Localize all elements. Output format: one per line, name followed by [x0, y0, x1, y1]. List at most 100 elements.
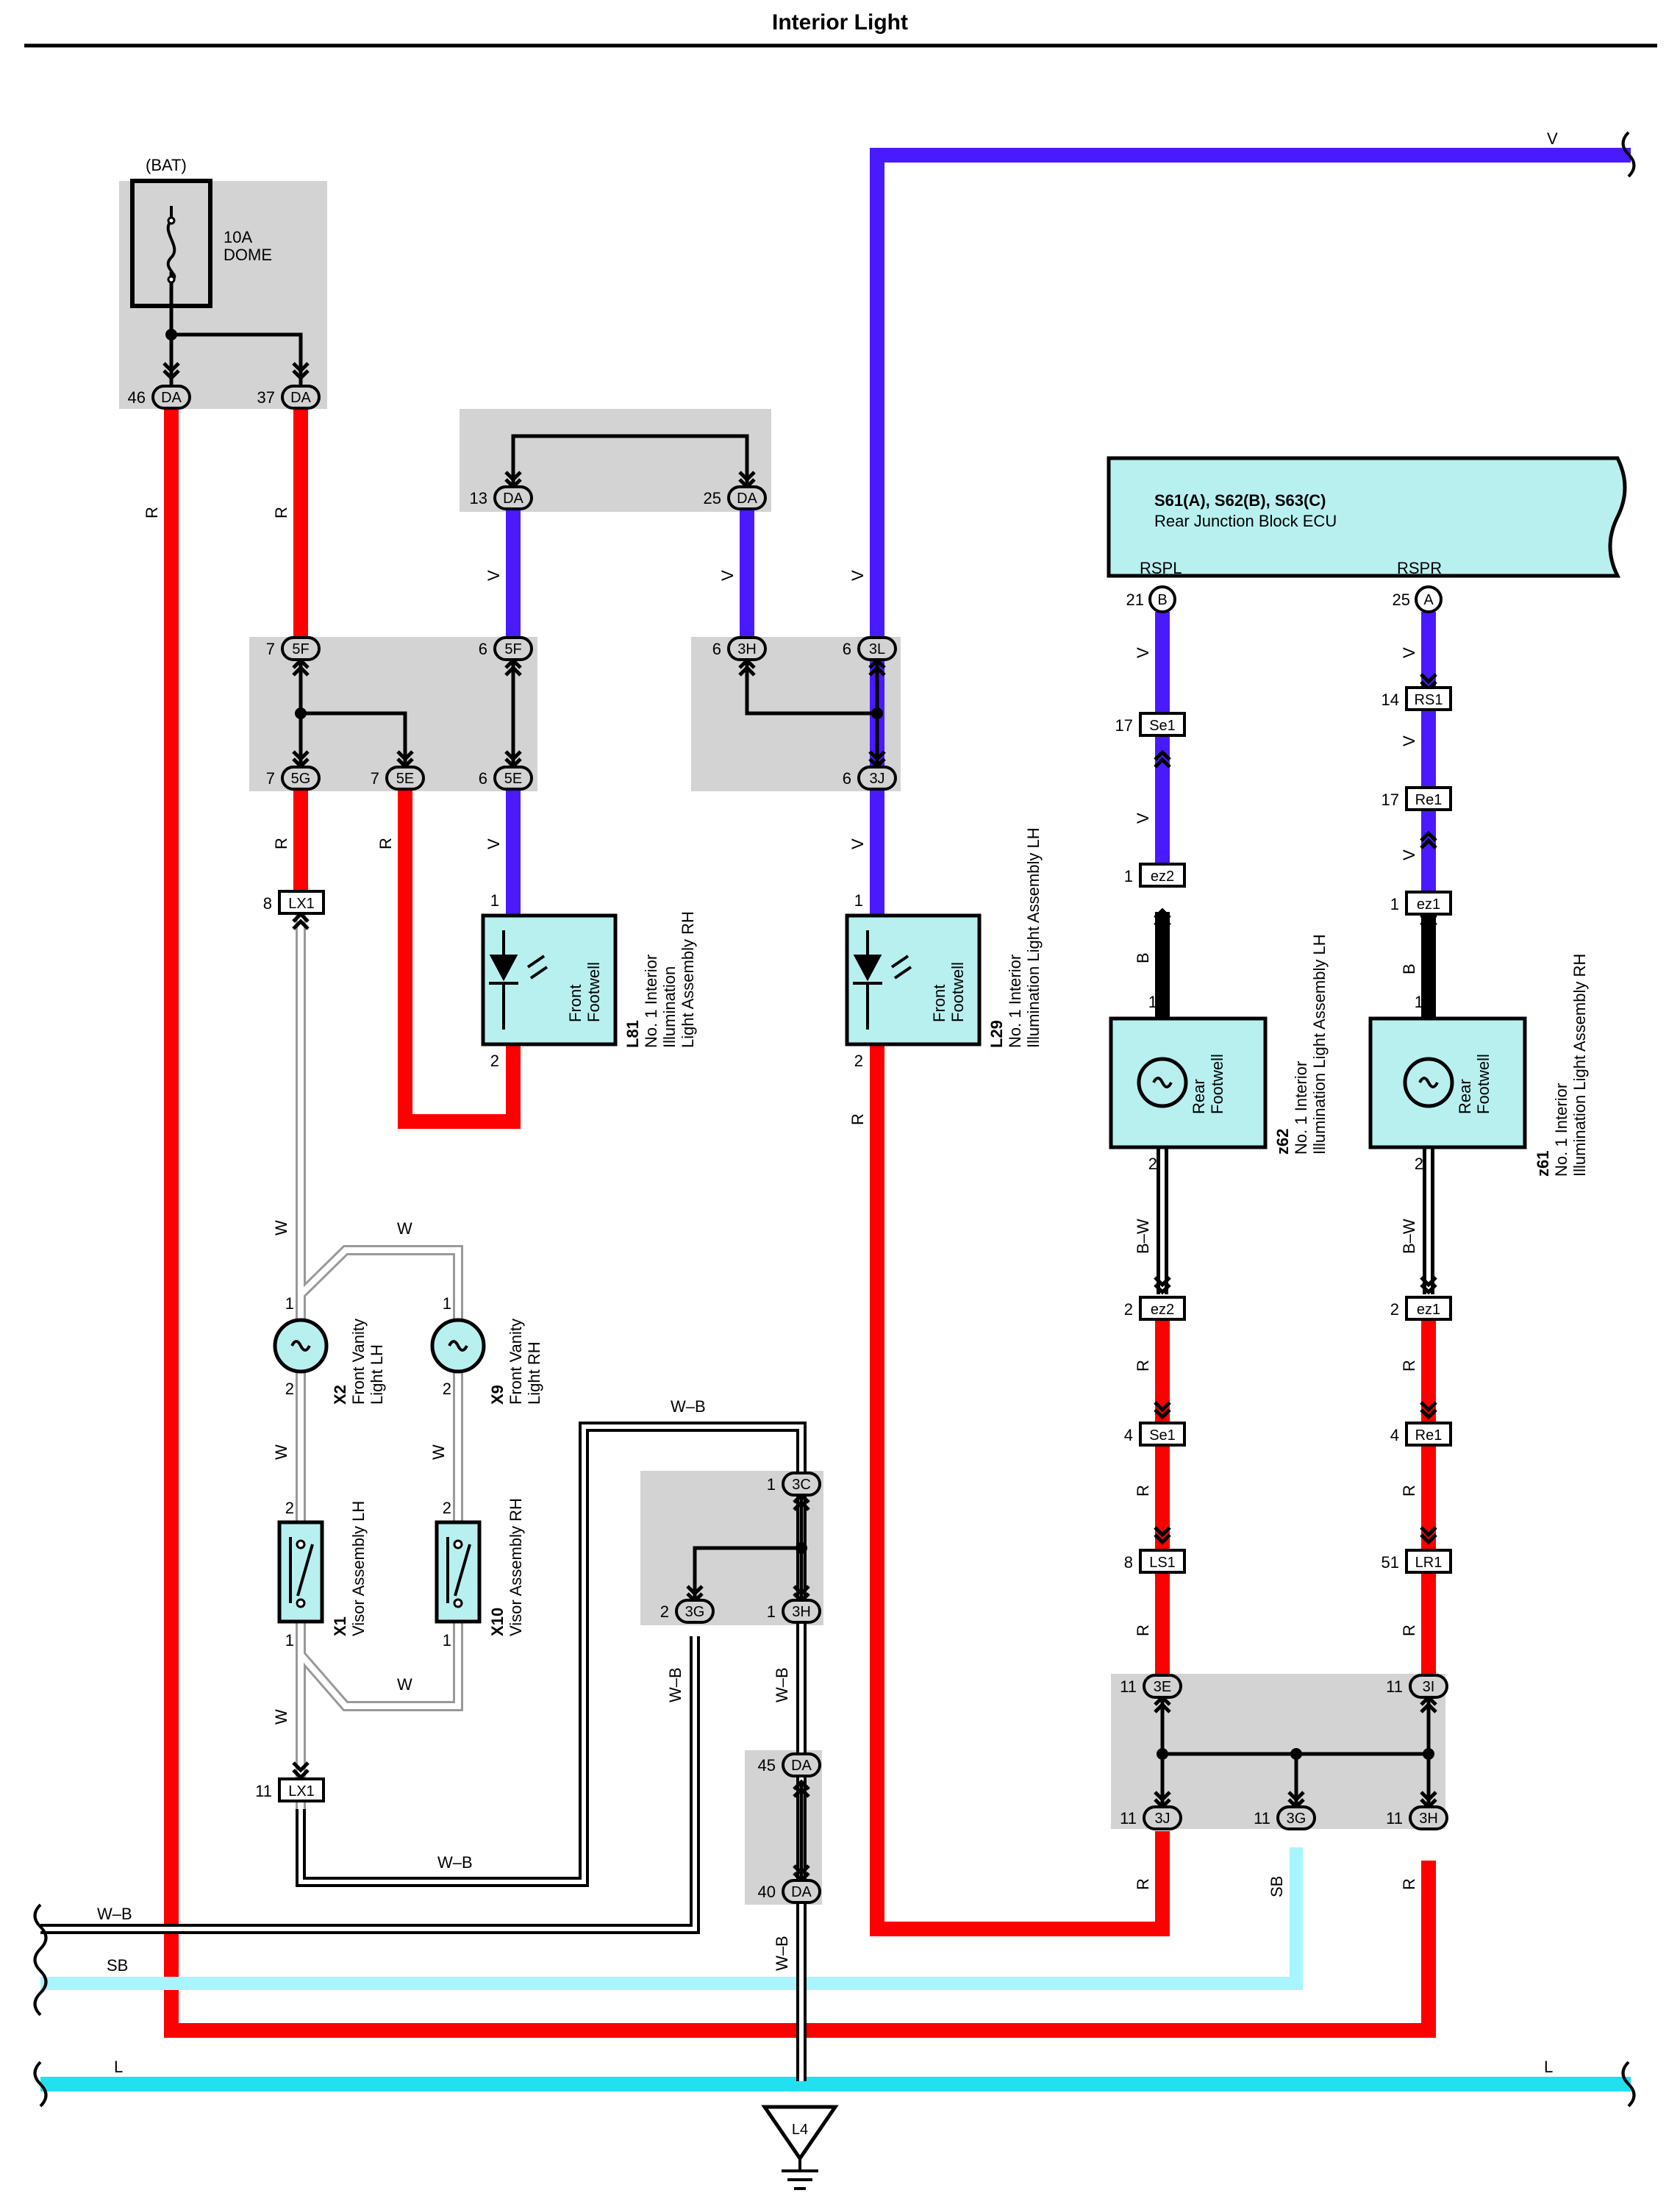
svg-text:R: R	[1134, 1625, 1152, 1636]
svg-text:11: 11	[1120, 1809, 1137, 1827]
svg-text:2: 2	[1390, 1300, 1399, 1319]
svg-text:6: 6	[843, 769, 851, 788]
svg-text:10A: 10A	[224, 228, 252, 246]
svg-text:3E: 3E	[1154, 1679, 1171, 1695]
svg-text:25: 25	[704, 489, 721, 507]
svg-text:Front Vanity: Front Vanity	[507, 1319, 525, 1405]
svg-text:V: V	[485, 570, 503, 581]
svg-text:21: 21	[1126, 591, 1144, 609]
connector-codes: DA DA DA DA 5F 5F 3H 3L 5G 5E 5E 3J 3C 3…	[161, 390, 1443, 2138]
svg-text:No. 1 Interior: No. 1 Interior	[1552, 1083, 1570, 1177]
wire-breaks	[33, 131, 1636, 2108]
wire-color-labels-horizontal: V W W W–B W–B W–B SB L L	[97, 129, 1558, 2076]
svg-text:5F: 5F	[504, 641, 521, 657]
svg-text:Footwell: Footwell	[585, 962, 603, 1022]
svg-text:R: R	[376, 838, 395, 849]
svg-text:1: 1	[285, 1631, 294, 1650]
page-title: Interior Light	[772, 10, 908, 35]
wire-color-labels: R R V V V R R V V R V V V V V B B B–W B–…	[143, 507, 1418, 1971]
svg-text:7: 7	[371, 769, 379, 788]
svg-text:1: 1	[767, 1602, 776, 1621]
component-names: L81 No. 1 Interior Illumination Light As…	[331, 827, 1589, 1636]
svg-text:2: 2	[490, 1052, 499, 1070]
svg-text:1: 1	[443, 1631, 451, 1650]
svg-text:Visor Assembly RH: Visor Assembly RH	[507, 1498, 525, 1636]
svg-text:Se1: Se1	[1149, 1427, 1176, 1444]
svg-text:R: R	[272, 838, 290, 849]
svg-text:RSPR: RSPR	[1397, 559, 1442, 577]
svg-text:5E: 5E	[396, 771, 414, 787]
svg-text:17: 17	[1115, 716, 1133, 735]
svg-text:R: R	[1400, 1878, 1418, 1890]
svg-text:DA: DA	[161, 390, 182, 406]
svg-text:ez2: ez2	[1151, 869, 1174, 885]
bulb-symbols	[273, 1057, 1454, 1374]
svg-text:2: 2	[854, 1052, 863, 1070]
svg-text:L81: L81	[623, 1020, 642, 1048]
svg-text:37: 37	[257, 388, 275, 407]
svg-text:B: B	[1134, 952, 1152, 963]
svg-text:B: B	[1400, 963, 1418, 974]
component-inner-labels: Front Footwell Front Footwell Rear Footw…	[566, 962, 1493, 1114]
svg-text:2: 2	[443, 1380, 451, 1398]
svg-text:2: 2	[1415, 1155, 1423, 1173]
svg-text:2: 2	[1148, 1155, 1157, 1173]
svg-text:z62: z62	[1273, 1129, 1292, 1155]
svg-text:R: R	[848, 1113, 867, 1125]
svg-text:Rear Junction Block ECU: Rear Junction Block ECU	[1154, 512, 1337, 530]
visor-switches	[289, 1537, 471, 1603]
svg-text:R: R	[1400, 1625, 1418, 1636]
svg-text:1: 1	[1124, 867, 1133, 885]
svg-text:W–B: W–B	[671, 1397, 706, 1416]
svg-text:V: V	[848, 838, 867, 849]
svg-text:11: 11	[1254, 1809, 1270, 1827]
svg-text:6: 6	[479, 640, 487, 658]
svg-text:DA: DA	[737, 491, 757, 507]
svg-text:45: 45	[758, 1756, 776, 1775]
switch-dots	[296, 1539, 463, 1608]
svg-text:No. 1 Interior: No. 1 Interior	[1006, 955, 1024, 1048]
svg-text:R: R	[272, 507, 290, 518]
svg-text:7: 7	[266, 769, 275, 788]
pin-numbers: 46 37 13 25 7 6 6 6 7 7 6 6 8 11 1 2 1 2…	[128, 388, 1423, 1901]
svg-text:3I: 3I	[1423, 1679, 1435, 1695]
svg-text:2: 2	[660, 1602, 669, 1621]
svg-text:1: 1	[443, 1294, 451, 1313]
svg-text:Footwell: Footwell	[948, 962, 967, 1022]
svg-text:No. 1 Interior: No. 1 Interior	[1292, 1061, 1310, 1155]
oval-connectors	[151, 385, 1448, 1904]
svg-text:W: W	[397, 1219, 412, 1238]
svg-text:V: V	[485, 838, 503, 849]
svg-text:W–B: W–B	[666, 1667, 684, 1702]
svg-text:(BAT): (BAT)	[146, 156, 187, 174]
svg-text:DA: DA	[791, 1884, 812, 1900]
svg-text:1: 1	[767, 1475, 776, 1494]
svg-text:Illumination: Illumination	[660, 966, 679, 1048]
svg-text:W: W	[272, 1444, 290, 1460]
svg-text:V: V	[848, 570, 867, 581]
svg-text:13: 13	[470, 489, 487, 507]
ecu-labels: S61(A), S62(B), S63(C) Rear Junction Blo…	[1140, 491, 1442, 577]
ecu-terminals	[1148, 585, 1443, 613]
svg-text:R: R	[1134, 1878, 1152, 1890]
svg-text:DA: DA	[791, 1758, 812, 1774]
svg-text:1: 1	[285, 1294, 294, 1313]
svg-text:Footwell: Footwell	[1474, 1054, 1493, 1114]
svg-text:Rear: Rear	[1190, 1079, 1208, 1114]
svg-text:W: W	[272, 1709, 290, 1725]
svg-text:R: R	[1134, 1360, 1152, 1372]
fuse-dome	[130, 179, 212, 335]
svg-text:3H: 3H	[737, 641, 757, 657]
led-symbols	[489, 930, 912, 1030]
svg-text:R: R	[143, 507, 161, 518]
bulb-filaments	[290, 1077, 1439, 1352]
svg-text:4: 4	[1390, 1426, 1399, 1444]
svg-text:V: V	[1400, 849, 1418, 860]
svg-text:25: 25	[1393, 591, 1410, 609]
svg-text:6: 6	[479, 769, 487, 788]
svg-text:R: R	[1134, 1485, 1152, 1497]
svg-text:Light Assembly RH: Light Assembly RH	[679, 911, 697, 1048]
svg-text:Front: Front	[930, 985, 948, 1022]
svg-text:11: 11	[255, 1782, 272, 1800]
svg-text:DA: DA	[290, 390, 311, 406]
